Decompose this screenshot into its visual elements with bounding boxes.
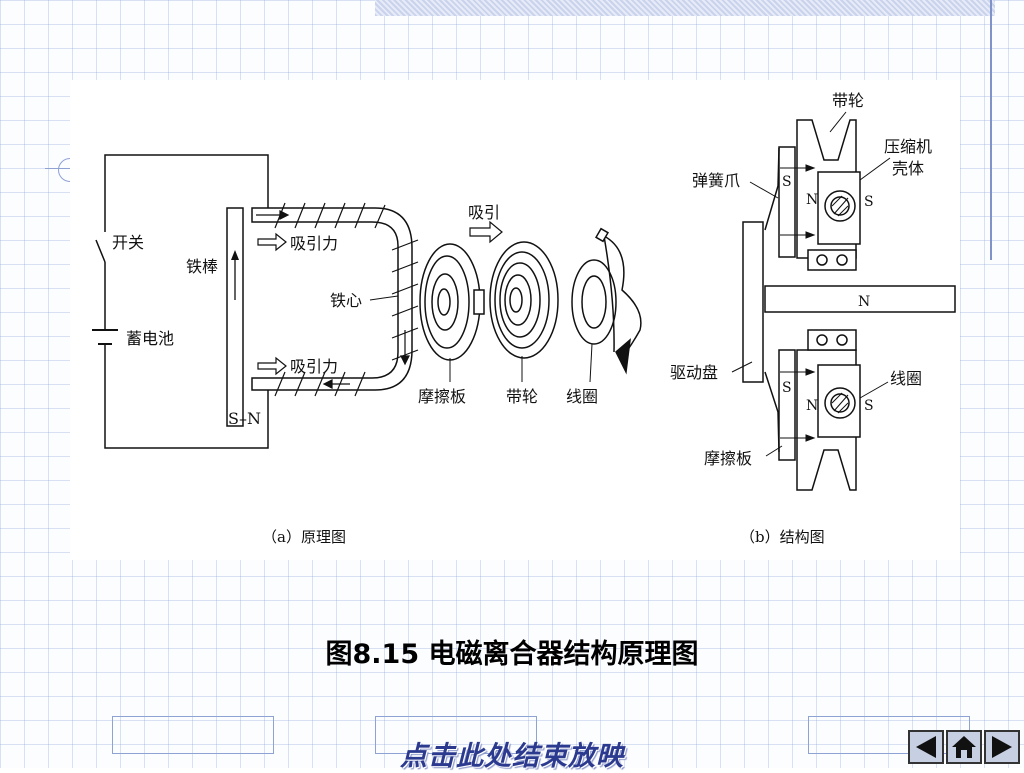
label-iron-rod: 铁棒: [186, 257, 218, 276]
label-housing-1: 压缩机: [884, 137, 932, 156]
label-s2-bottom: S: [864, 398, 874, 414]
triangle-right-icon: [992, 736, 1012, 758]
page-title: 图8.15 电磁离合器结构原理图: [325, 639, 699, 670]
iron-rod: [226, 207, 244, 427]
right-decor-line: [990, 0, 992, 260]
label-attraction-top: 吸引力: [290, 234, 338, 253]
home-button[interactable]: [946, 730, 982, 764]
structure-section: [742, 119, 956, 491]
coil: [571, 227, 642, 375]
label-friction-plate-a: 摩擦板: [418, 387, 466, 406]
triangle-left-icon: [916, 736, 936, 758]
label-s-bottom: S: [782, 380, 792, 396]
label-attraction-bottom: 吸引力: [290, 357, 338, 376]
friction-plate-top: [778, 146, 796, 258]
circuit: [92, 154, 269, 449]
bottom-decor-2: [375, 716, 537, 754]
label-attract: 吸引: [468, 203, 500, 222]
rod-arrow-head: [231, 250, 239, 260]
home-icon: [952, 736, 976, 758]
top-decor-band: [375, 0, 995, 16]
label-spring-claw: 弹簧爪: [692, 171, 740, 190]
attract-arrow: [469, 220, 503, 244]
spring-claw-bottom: [764, 371, 780, 453]
label-pole: S–N: [228, 409, 261, 428]
flux-arrows-b: [780, 164, 816, 442]
shaft: [764, 285, 956, 313]
label-pulley-a: 带轮: [506, 387, 538, 406]
label-switch: 开关: [112, 233, 144, 252]
next-slide-button[interactable]: [984, 730, 1020, 764]
label-drive-disc: 驱动盘: [670, 363, 718, 382]
label-friction-plate-b: 摩擦板: [704, 449, 752, 468]
label-n-shaft: N: [858, 294, 870, 310]
caption-principle: （a）原理图: [262, 528, 346, 546]
bottom-decor-1: [112, 716, 274, 754]
bearing-top: [807, 249, 857, 271]
label-n-top: N: [806, 192, 818, 208]
label-n-bottom: N: [806, 398, 818, 414]
caption-structure: （b）结构图: [740, 528, 825, 546]
iron-core: [251, 207, 413, 391]
attraction-arrow-bottom: [257, 356, 287, 376]
label-s-top: S: [782, 174, 792, 190]
label-housing-2: 壳体: [892, 159, 924, 178]
flux-arrows: [256, 210, 410, 389]
prev-slide-button[interactable]: [908, 730, 944, 764]
end-show-link[interactable]: 点击此处结束放映: [400, 741, 624, 772]
label-s2-top: S: [864, 194, 874, 210]
switch-lever: [95, 239, 106, 263]
leaders-b: [731, 111, 891, 457]
leaders-a: [369, 295, 593, 383]
label-battery: 蓄电池: [126, 329, 174, 348]
spring-claw-top: [764, 147, 780, 231]
label-coil-b: 线圈: [890, 369, 922, 388]
friction-plate: [419, 243, 485, 361]
pulley: [489, 241, 559, 359]
label-iron-core: 铁心: [330, 291, 362, 310]
attraction-arrows: [257, 220, 503, 376]
label-pulley-b: 带轮: [832, 91, 864, 110]
coil-hatching: [831, 195, 849, 414]
friction-plate-bottom: [778, 349, 796, 461]
attraction-arrow-top: [257, 232, 287, 252]
bearing-bottom: [807, 329, 857, 351]
drive-disc: [742, 221, 764, 383]
label-coil-a: 线圈: [566, 387, 598, 406]
